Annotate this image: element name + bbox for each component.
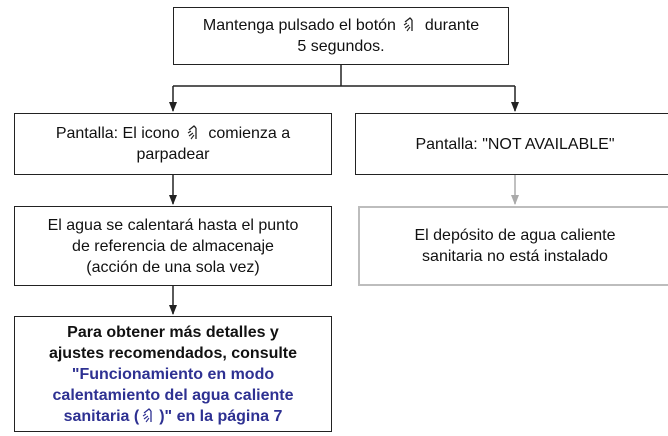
icon-blinks-text-a: Pantalla: El icono xyxy=(55,125,184,142)
water-heats-line-3: (acción de una sola vez) xyxy=(86,258,260,276)
tank-not-installed-line-1: El depósito de agua caliente xyxy=(414,227,616,244)
reference-link-text-a[interactable]: sanitaria ( xyxy=(63,407,140,425)
reference-link-line-1[interactable]: "Funcionamiento en modo xyxy=(71,365,275,383)
more-details-line-2: ajustes recomendados, consulte xyxy=(48,344,298,362)
water-heats-box: El agua se calentará hasta el punto de r… xyxy=(14,206,332,286)
more-details-box: Para obtener más detalles y ajustes reco… xyxy=(14,316,332,432)
water-heats-line-1: El agua se calentará hasta el punto xyxy=(47,216,299,234)
reference-link-line-2[interactable]: calentamiento del agua caliente xyxy=(52,386,294,404)
icon-blinks-text-line2: parpadear xyxy=(136,146,210,163)
shower-icon xyxy=(186,124,202,140)
reference-link-text-b[interactable]: )" en la página 7 xyxy=(159,407,283,425)
reference-link-line-3[interactable]: sanitaria ( )" en la página 7 xyxy=(64,406,283,427)
tank-not-installed-box: El depósito de agua caliente sanitaria n… xyxy=(358,206,668,286)
hold-button-text-a: Mantenga pulsado el botón xyxy=(202,17,401,34)
hold-button-text-line2: 5 segundos. xyxy=(297,38,385,55)
not-available-suffix: " xyxy=(608,135,615,153)
hold-button-box: Mantenga pulsado el botón durante 5 segu… xyxy=(173,7,509,65)
more-details-line-1: Para obtener más detalles y xyxy=(67,323,279,341)
shower-icon xyxy=(402,16,418,32)
hold-button-text-b: durante xyxy=(420,17,480,34)
not-available-display-text: NOT AVAILABLE xyxy=(487,135,609,153)
icon-blinks-box: Pantalla: El icono comienza a parpadear xyxy=(14,113,332,175)
tank-not-installed-line-2: sanitaria no está instalado xyxy=(422,248,608,265)
icon-blinks-text-b: comienza a xyxy=(203,125,291,142)
branch-connector xyxy=(169,64,519,112)
shower-icon xyxy=(141,407,157,423)
not-available-box: Pantalla: "NOT AVAILABLE" xyxy=(355,113,668,175)
not-available-prefix: Pantalla: " xyxy=(415,135,488,153)
water-heats-line-2: de referencia de almacenaje xyxy=(72,237,274,255)
